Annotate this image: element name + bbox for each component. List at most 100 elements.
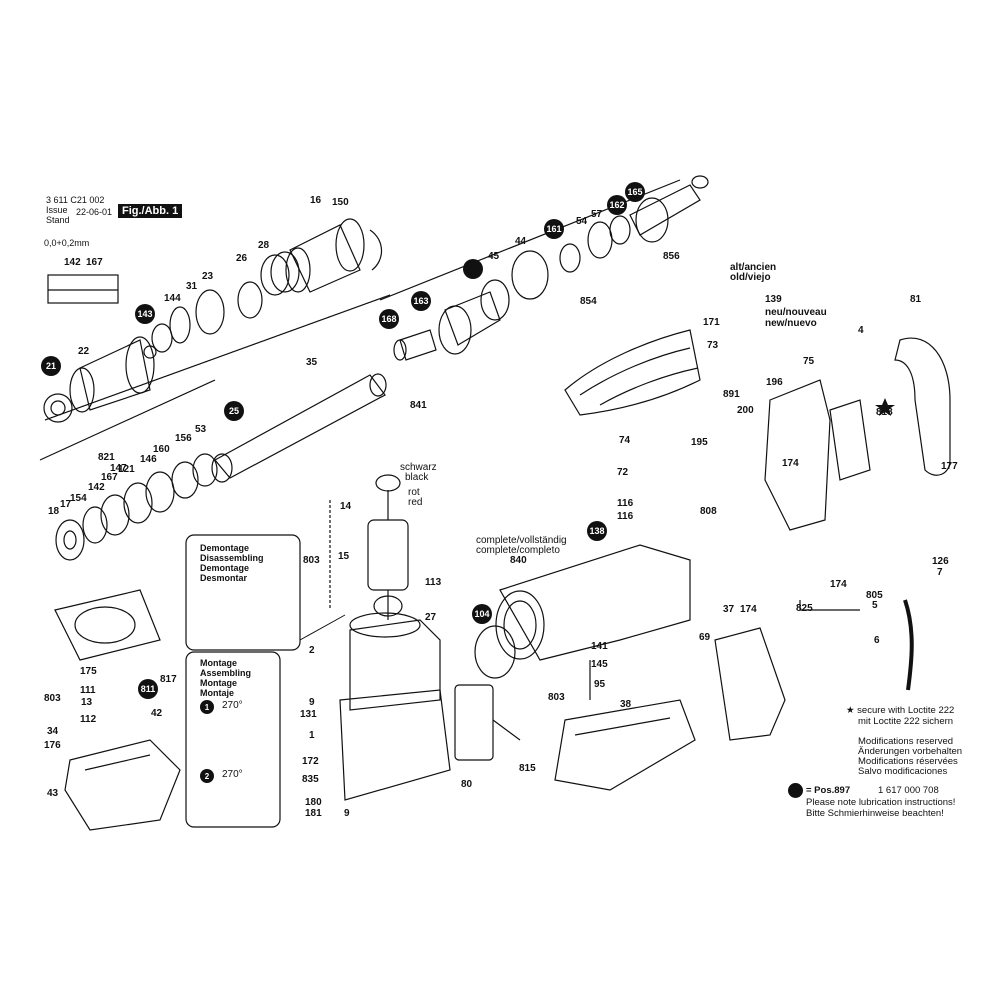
note-mod-1: Modifications reserved <box>858 736 954 747</box>
part-35: 35 <box>306 357 318 368</box>
part-841: 841 <box>410 400 427 411</box>
label-complete-2: complete/completo <box>476 545 560 556</box>
issue-label: Issue Stand <box>46 205 70 225</box>
part-142: 142 <box>64 257 81 268</box>
part-856: 856 <box>663 251 680 262</box>
part-175: 175 <box>80 666 97 677</box>
inset-disassembly-line1: Demontage <box>200 543 250 553</box>
part-825: 825 <box>796 603 813 614</box>
part-53: 53 <box>195 424 207 435</box>
part-116a: 116 <box>617 498 634 509</box>
pos-marker <box>788 783 803 798</box>
part-9a: 9 <box>309 697 315 708</box>
part-142b: 142 <box>88 482 105 493</box>
label-black: black <box>405 472 429 483</box>
tolerance-symbol <box>47 274 119 304</box>
part-180: 180 <box>305 797 322 808</box>
step-1: 1 <box>200 700 214 714</box>
rear-cover-drawing <box>714 627 786 741</box>
part-195: 195 <box>691 437 708 448</box>
part-80: 80 <box>461 779 473 790</box>
part-144: 144 <box>164 293 181 304</box>
marker-161: 161 <box>544 219 564 239</box>
part-808: 808 <box>700 506 717 517</box>
part-803a: 803 <box>303 555 320 566</box>
marker-811: 811 <box>138 679 158 699</box>
tolerance-value: 0,0+0,2mm <box>44 238 90 248</box>
part-43: 43 <box>47 788 59 799</box>
marker-21: 21 <box>41 356 61 376</box>
base-housing-drawing <box>64 739 181 831</box>
inset-assembly-line3: Montage <box>200 678 237 688</box>
label-schwarz: schwarz <box>400 462 437 473</box>
part-18: 18 <box>48 506 60 517</box>
label-neu-nouveau: neu/nouveau <box>765 307 827 318</box>
part-126: 126 <box>932 556 949 567</box>
angle-1: 270° <box>222 700 243 711</box>
marker-163: 163 <box>411 291 431 311</box>
part-172: 172 <box>302 756 319 767</box>
part-22: 22 <box>78 346 90 357</box>
brush-holder-drawing <box>54 589 161 661</box>
marker-25: 25 <box>224 401 244 421</box>
part-146: 146 <box>140 454 157 465</box>
label-new-nuevo: new/nuevo <box>765 318 817 329</box>
part-805: 805 <box>866 590 883 601</box>
part-74: 74 <box>619 435 631 446</box>
part-177: 177 <box>941 461 958 472</box>
note-loctite-2: mit Loctite 222 sichern <box>858 716 954 727</box>
part-6: 6 <box>874 635 880 646</box>
inset-disassembly-line4: Desmontar <box>200 573 248 583</box>
marker-104: 104 <box>472 604 492 624</box>
part-818: 818 <box>876 407 893 418</box>
guide-line-upper <box>44 294 391 421</box>
part-23: 23 <box>202 271 214 282</box>
motor-housing-drawing <box>339 612 451 801</box>
part-34: 34 <box>47 726 59 737</box>
part-803b: 803 <box>548 692 565 703</box>
part-14: 14 <box>340 501 352 512</box>
inset-assembly-line2: Assembling <box>200 668 252 678</box>
part-112: 112 <box>80 714 97 725</box>
part-72: 72 <box>617 467 629 478</box>
step-2: 2 <box>200 769 214 783</box>
inset-disassembly: Demontage Disassembling Demontage Desmon… <box>186 535 300 650</box>
part-1: 1 <box>309 730 315 741</box>
part-174b: 174 <box>740 604 757 615</box>
part-54: 54 <box>576 216 588 227</box>
part-116b: 116 <box>617 511 634 522</box>
label-complete-1: complete/vollständig <box>476 535 567 546</box>
note-mod-4: Salvo modificaciones <box>858 766 948 777</box>
switch-drawing <box>454 684 521 761</box>
part-840: 840 <box>510 555 527 566</box>
part-9b: 9 <box>344 808 350 819</box>
part-121: 121 <box>118 464 135 475</box>
part-95: 95 <box>594 679 606 690</box>
part-26: 26 <box>236 253 248 264</box>
part-38: 38 <box>620 699 632 710</box>
part-16: 16 <box>310 195 322 206</box>
doc-number: 3 611 C21 002 <box>46 195 105 205</box>
part-111: 111 <box>80 685 96 696</box>
note-lub-1: Please note lubrication instructions! <box>806 797 956 808</box>
handle-drawing <box>764 337 951 531</box>
part-69: 69 <box>699 632 711 643</box>
marker-162: 162 <box>607 195 627 215</box>
inset-assembly-line1: Montage <box>200 658 237 668</box>
part-141: 141 <box>591 641 608 652</box>
part-154: 154 <box>70 493 87 504</box>
part-891: 891 <box>723 389 740 400</box>
note-loctite-1: ★ secure with Loctite 222 <box>846 705 955 716</box>
part-196: 196 <box>766 377 783 388</box>
star-icon <box>875 398 895 416</box>
label-rot: rot <box>408 487 420 498</box>
label-old-viejo: old/viejo <box>730 272 771 283</box>
issue-date: 22-06-01 <box>76 207 113 217</box>
inset-assembly-line4: Montaje <box>200 688 235 698</box>
note-mod-3: Modifications réservées <box>858 756 958 767</box>
part-176: 176 <box>44 740 61 751</box>
note-lub-2: Bitte Schmierhinweise beachten! <box>806 808 944 819</box>
part-4: 4 <box>858 325 864 336</box>
part-147: 147 <box>110 463 127 474</box>
